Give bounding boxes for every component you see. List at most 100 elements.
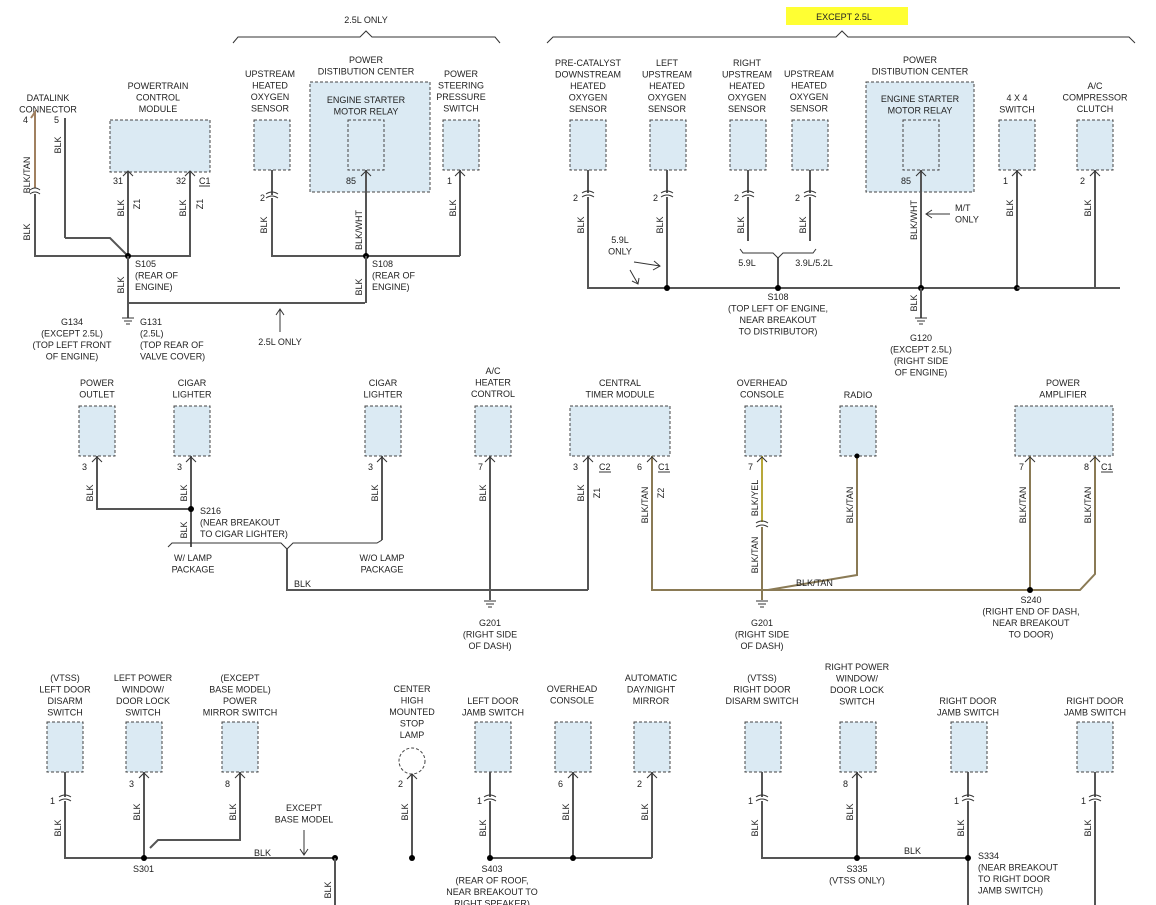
pin-label: 2 — [637, 779, 642, 789]
pin-label: 1 — [1003, 176, 1008, 186]
overhead-console — [744, 405, 782, 457]
label-line: DISTIBUTION CENTER — [872, 67, 969, 77]
label-line: S335 — [846, 864, 867, 874]
wire-label: BLK/WHT — [354, 210, 364, 251]
label-line: SWITCH — [125, 708, 161, 718]
wire-label: Z1 — [592, 488, 602, 499]
powertrain-control-module — [109, 119, 211, 173]
label-line: (VTSS) — [50, 673, 80, 683]
engine-starter-motor-relay-b — [902, 119, 940, 171]
label-line: (RIGHT SIDE — [463, 630, 517, 640]
label-line: OXYGEN — [790, 92, 829, 102]
label-line: M/T — [955, 203, 971, 213]
wire-label: BLK — [448, 199, 458, 216]
label-line: 4 X 4 — [1006, 93, 1027, 103]
pin-label: 4 — [23, 115, 28, 125]
label-line: POWER — [349, 55, 384, 65]
wire-label: BLK — [956, 819, 966, 836]
label-line: S108 — [372, 259, 393, 269]
label-line: SENSOR — [569, 104, 608, 114]
splice-s335 — [854, 855, 860, 861]
wire-label: BLK/TAN — [1083, 487, 1093, 524]
label-line: MIRROR — [633, 696, 670, 706]
label-line: TO DOOR) — [1009, 630, 1054, 640]
label-line: SWITCH — [47, 708, 83, 718]
label-line: HEATED — [729, 81, 765, 91]
label-line: 5.9L — [611, 235, 629, 245]
splice-s301 — [141, 855, 147, 861]
label-line: CENTER — [393, 684, 431, 694]
wire-label: BLK — [53, 819, 63, 836]
wire-label: BLK/TAN — [640, 487, 650, 524]
label-line: VALVE COVER) — [140, 352, 205, 362]
s335-label: S335(VTSS ONLY) — [829, 864, 885, 886]
label-line: RIGHT — [733, 58, 762, 68]
wire-label: BLK — [478, 484, 488, 501]
label-line: S334 — [978, 851, 999, 861]
label-line: MOTOR RELAY — [888, 106, 953, 116]
power-amplifier — [1014, 405, 1114, 457]
label-line: CONSOLE — [550, 696, 594, 706]
pin-label: 2 — [795, 193, 800, 203]
wire-label: BLK — [909, 294, 919, 311]
label-line: EXCEPT — [286, 803, 323, 813]
label-line: MODULE — [139, 104, 178, 114]
central-timer-module — [569, 405, 671, 457]
label-line: UPSTREAM — [722, 70, 772, 80]
label-line: (REAR OF — [135, 271, 179, 281]
power-outlet — [78, 405, 116, 457]
label-line: CLUTCH — [1077, 104, 1114, 114]
label-line: DAY/NIGHT — [627, 685, 676, 695]
label-line: JAMB SWITCH — [1064, 708, 1126, 718]
label-line: TO RIGHT DOOR — [978, 874, 1051, 884]
wire-label: BLK — [254, 848, 271, 858]
wire-label: Z2 — [656, 488, 666, 499]
label-line: AUTOMATIC — [625, 673, 678, 683]
wire-label: BLK — [294, 579, 311, 589]
label-line: SWITCH — [839, 697, 875, 707]
right-door-disarm-switch — [744, 721, 782, 773]
splice-s403 — [487, 855, 493, 861]
pin-label: 85 — [346, 176, 356, 186]
label-line: RIGHT POWER — [825, 662, 890, 672]
label-line: A/C — [1087, 81, 1103, 91]
pin-label: 31 — [113, 176, 123, 186]
label-line: WINDOW/ — [836, 674, 878, 684]
label-line: G201 — [479, 618, 501, 628]
label-line: ENGINE STARTER — [881, 94, 960, 104]
label-line: JAMB SWITCH — [462, 708, 524, 718]
label-line: (TOP LEFT OF ENGINE, — [728, 304, 828, 314]
label-line: OF ENGINE) — [895, 368, 948, 378]
wire-label: BLK — [736, 216, 746, 233]
upstream-o2-sensor — [253, 119, 291, 171]
label-line: S105 — [135, 259, 156, 269]
label-line: MOUNTED — [389, 707, 435, 717]
label-line: (EXCEPT — [220, 673, 260, 683]
pre-catalyst-o2-sensor — [569, 119, 607, 171]
wire-label: BLK — [354, 278, 364, 295]
splice-dot — [664, 285, 670, 291]
pin-label: 1 — [447, 176, 452, 186]
wire-label: BLK/WHT — [909, 200, 919, 241]
label-line: CONTROL — [471, 389, 515, 399]
ground-g201-a — [484, 600, 496, 608]
ground-g120 — [915, 317, 927, 325]
pin-label: 7 — [1019, 462, 1024, 472]
splice-dot — [409, 855, 415, 861]
wire-label: BLK/TAN — [796, 578, 833, 588]
label-line: LIGHTER — [363, 390, 403, 400]
cigar-lighter — [173, 405, 211, 457]
connector-label: C1 — [658, 462, 670, 472]
label-line: POWER — [1046, 378, 1081, 388]
